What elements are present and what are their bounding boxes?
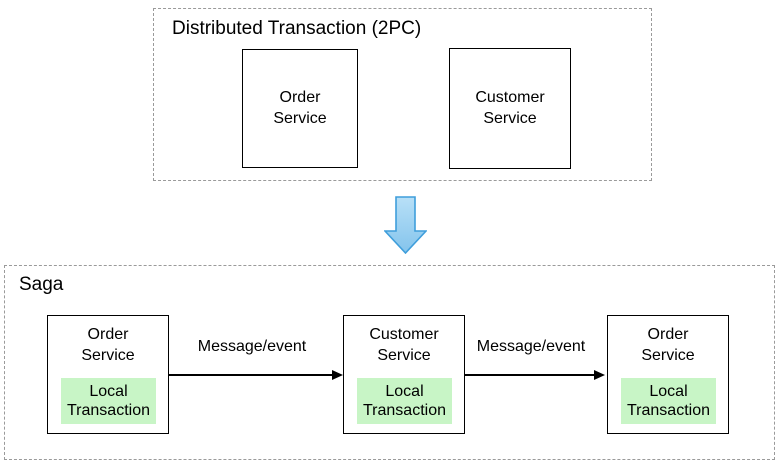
saga-title: Saga bbox=[19, 274, 64, 295]
message-arrow-line-2 bbox=[465, 374, 595, 376]
local-transaction-label: Local Transaction bbox=[627, 382, 710, 419]
saga-customer-service-label: Customer Service bbox=[369, 326, 439, 364]
distributed-transaction-container: Distributed Transaction (2PC) Order Serv… bbox=[153, 8, 652, 181]
message-arrowhead-icon-1 bbox=[332, 370, 343, 380]
down-arrow-shape bbox=[384, 196, 427, 254]
saga-order-service-label-2: Order Service bbox=[641, 326, 695, 364]
local-transaction-box: Local Transaction bbox=[61, 378, 156, 424]
local-transaction-label: Local Transaction bbox=[67, 382, 150, 419]
customer-service-box-2pc: Customer Service bbox=[449, 48, 571, 169]
customer-service-label-2pc: Customer Service bbox=[475, 88, 545, 127]
message-arrow-line-1 bbox=[169, 374, 333, 376]
message-event-label-1: Message/event bbox=[197, 338, 307, 355]
saga-order-service-box-1: Order Service Local Transaction bbox=[47, 315, 169, 434]
local-transaction-label: Local Transaction bbox=[363, 382, 446, 419]
message-arrowhead-icon-2 bbox=[594, 370, 605, 380]
saga-order-service-label-1: Order Service bbox=[81, 326, 135, 364]
local-transaction-box: Local Transaction bbox=[357, 378, 452, 424]
down-arrow-icon bbox=[384, 196, 427, 254]
saga-customer-service-box: Customer Service Local Transaction bbox=[343, 315, 465, 434]
message-event-label-2: Message/event bbox=[476, 338, 586, 355]
local-transaction-box: Local Transaction bbox=[621, 378, 716, 424]
order-service-label-2pc: Order Service bbox=[273, 88, 327, 127]
saga-container: Saga Order Service Local Transaction Mes… bbox=[4, 265, 775, 460]
distributed-transaction-title: Distributed Transaction (2PC) bbox=[172, 18, 422, 39]
order-service-box-2pc: Order Service bbox=[242, 49, 358, 168]
saga-order-service-box-2: Order Service Local Transaction bbox=[607, 315, 729, 434]
